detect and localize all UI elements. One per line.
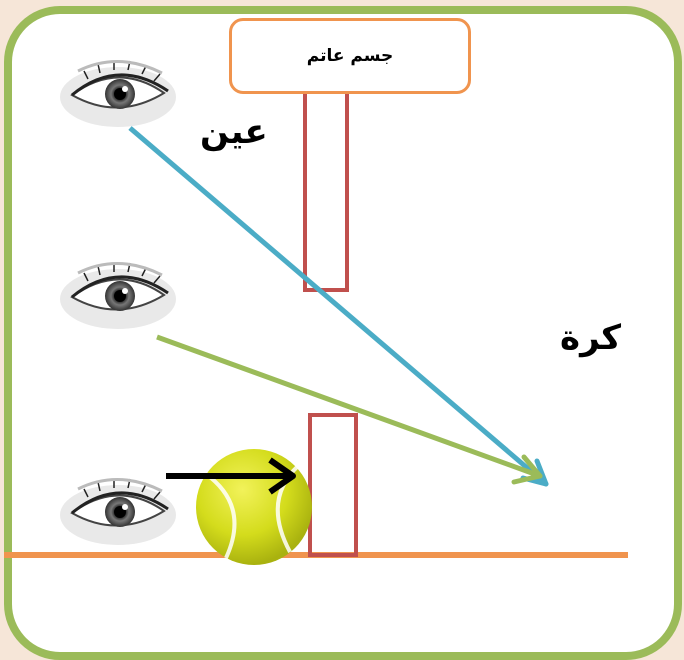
eye-icon <box>58 477 178 547</box>
opaque-object-top <box>303 88 349 292</box>
opaque-object-bottom <box>308 413 358 557</box>
opaque-object-label: جسم عاتم <box>306 46 394 66</box>
opaque-object-label-box: جسم عاتم <box>229 18 471 94</box>
ray-top <box>128 126 549 487</box>
arrow-icon <box>166 457 296 495</box>
ray-middle <box>156 334 543 485</box>
ball-label: كرة <box>560 318 621 358</box>
tennis-ball <box>196 449 312 565</box>
eye-label: عين <box>200 112 268 152</box>
eye-icon <box>58 59 178 129</box>
eye-icon <box>58 261 178 331</box>
